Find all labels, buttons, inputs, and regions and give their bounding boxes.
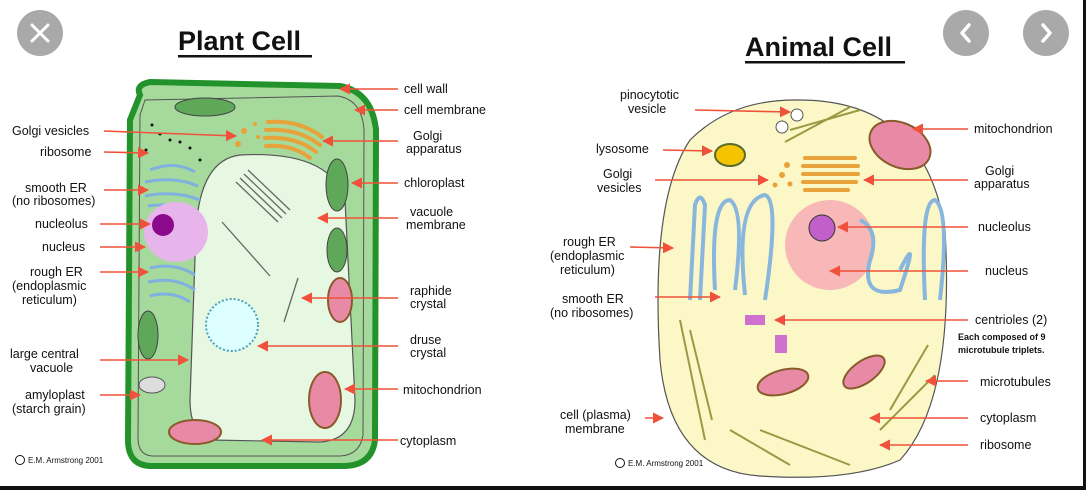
animal-copyright: E.M. Armstrong 2001: [628, 459, 704, 468]
animal-arrows: [629, 106, 968, 451]
label-nucleolus: nucleolus: [35, 217, 88, 231]
label-rough-er: rough ER: [563, 235, 616, 249]
label-ribosome: ribosome: [40, 145, 91, 159]
plant-chloroplast-top: [174, 97, 236, 117]
label-golgi: Golgi: [413, 129, 442, 143]
label-druse-crystal: crystal: [410, 346, 446, 360]
plant-mitochondrion: [308, 371, 342, 429]
label-microtubules: microtubules: [980, 375, 1051, 389]
label-membrane: membrane: [565, 422, 625, 436]
plant-vacuole: [189, 153, 356, 443]
next-image-button[interactable]: [1023, 10, 1069, 56]
frame-edge-right: [1083, 0, 1086, 490]
label-centrioles: centrioles (2): [975, 313, 1047, 327]
label-rough-er: rough ER: [30, 265, 83, 279]
label-rough-er-note2: reticulum): [560, 263, 615, 277]
label-cell-plasma: cell (plasma): [560, 408, 631, 422]
animal-title-underline: [745, 61, 905, 64]
label-nucleus: nucleus: [985, 264, 1028, 278]
plant-golgi-apparatus: [263, 119, 324, 160]
label-rough-er-note: (endoplasmic: [550, 249, 624, 263]
plant-rough-er: [147, 264, 196, 304]
label-centrioles-note: Each composed of 9: [958, 332, 1046, 342]
plant-druse-crystal: [205, 298, 259, 352]
label-golgi-vesicles-2: vesicles: [597, 181, 641, 195]
label-cell-membrane: cell membrane: [404, 103, 486, 117]
label-smooth-er-note: (no ribosomes): [12, 194, 95, 208]
label-rough-er-note2: reticulum): [22, 293, 77, 307]
label-cytoplasm: cytoplasm: [980, 411, 1036, 425]
label-golgi-apparatus: apparatus: [406, 142, 462, 156]
plant-arrows: [100, 83, 398, 446]
label-vacuole-membrane-2: membrane: [406, 218, 466, 232]
plant-title-underline: [178, 55, 312, 58]
plant-nucleus: [144, 202, 208, 262]
label-smooth-er: smooth ER: [25, 181, 87, 195]
chevron-right-icon: [1041, 23, 1052, 43]
copyright-icon: [15, 455, 25, 465]
previous-image-button[interactable]: [943, 10, 989, 56]
label-mitochondrion: mitochondrion: [403, 383, 482, 397]
label-starch-grain: (starch grain): [12, 402, 86, 416]
plant-chloroplast: [325, 158, 349, 212]
label-vacuole-membrane: vacuole: [410, 205, 453, 219]
label-pinocytotic-vesicle: vesicle: [628, 102, 666, 116]
animal-golgi-apparatus: [801, 156, 860, 192]
label-golgi-apparatus: apparatus: [974, 177, 1030, 191]
label-chloroplast: chloroplast: [404, 176, 465, 190]
label-vacuole: vacuole: [30, 361, 73, 375]
copyright-icon: [615, 458, 625, 468]
label-raphide-crystal: crystal: [410, 297, 446, 311]
label-ribosome: ribosome: [980, 438, 1031, 452]
label-centrioles-note-2: microtubule triplets.: [958, 345, 1045, 355]
label-mitochondrion: mitochondrion: [974, 122, 1053, 136]
label-cell-wall: cell wall: [404, 82, 448, 96]
animal-labels: pinocytotic vesicle lysosome Golgi vesic…: [550, 88, 1053, 468]
animal-cell: [657, 99, 948, 478]
label-nucleus: nucleus: [42, 240, 85, 254]
plant-labels: Golgi vesicles ribosome smooth ER (no ri…: [10, 82, 486, 465]
frame-edge-bottom: [0, 486, 1086, 490]
centrioles: [745, 315, 787, 353]
label-amyloplast: amyloplast: [25, 388, 85, 402]
plant-nucleolus: [152, 214, 174, 236]
label-druse: druse: [410, 333, 441, 347]
label-rough-er-note: (endoplasmic: [12, 279, 86, 293]
label-lysosome: lysosome: [596, 142, 649, 156]
plant-copyright: E.M. Armstrong 2001: [28, 456, 104, 465]
animal-nucleus: [785, 200, 875, 290]
plant-amyloplast: [138, 376, 166, 394]
label-smooth-er-note: (no ribosomes): [550, 306, 633, 320]
plant-golgi-vesicles: [235, 122, 260, 147]
label-golgi: Golgi: [985, 164, 1014, 178]
plant-raphide-crystal: [221, 169, 299, 323]
label-pinocytotic: pinocytotic: [620, 88, 679, 102]
pinocytotic-vesicle: [775, 120, 789, 134]
animal-er: [688, 192, 946, 301]
label-large-central-vacuole: large central: [10, 347, 79, 361]
label-raphide: raphide: [410, 284, 452, 298]
close-button[interactable]: [17, 10, 63, 56]
label-cytoplasm: cytoplasm: [400, 434, 456, 448]
label-golgi-vesicles: Golgi: [603, 167, 632, 181]
lysosome: [714, 143, 746, 167]
animal-cell-title: Animal Cell: [745, 32, 892, 62]
label-golgi-vesicles: Golgi vesicles: [12, 124, 89, 138]
animal-nucleolus: [808, 214, 836, 242]
chevron-left-icon: [960, 23, 971, 43]
plant-cell: [124, 78, 380, 469]
close-icon: [30, 23, 50, 43]
label-nucleolus: nucleolus: [978, 220, 1031, 234]
label-smooth-er: smooth ER: [562, 292, 624, 306]
plant-cell-title: Plant Cell: [178, 26, 301, 56]
